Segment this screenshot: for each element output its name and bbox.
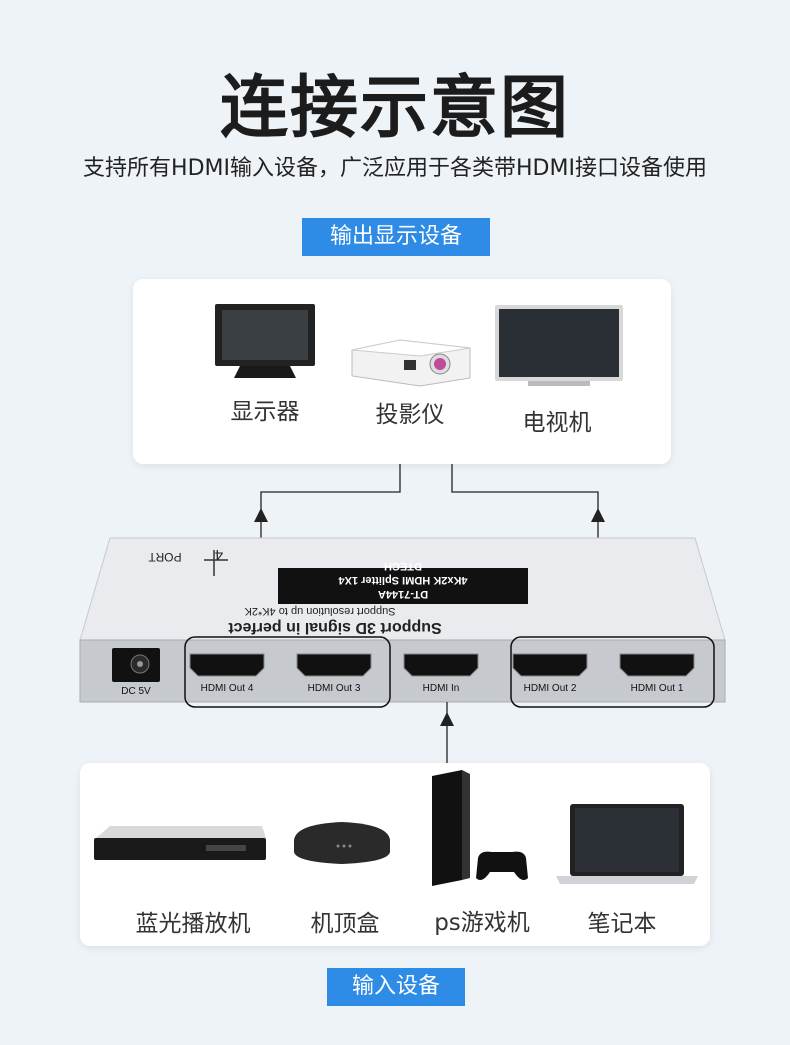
- splitter-front: [79, 639, 726, 703]
- input-device-laptop: 笔记本: [587, 911, 657, 937]
- monitor-icon: [215, 304, 315, 378]
- bluray-player-icon: [94, 826, 266, 860]
- arrow-up-right-icon: [591, 508, 605, 522]
- laptop-icon: [556, 804, 698, 884]
- set-top-box-icon: [294, 822, 390, 864]
- port-label-out4: HDMI Out 4: [200, 683, 254, 694]
- port-label-out3: HDMI Out 3: [307, 683, 361, 694]
- hdmi-port-icons: [189, 653, 695, 677]
- port-count-symbol: [204, 550, 228, 576]
- output-group-right: [510, 636, 715, 708]
- page-title: 连接示意图: [219, 69, 570, 148]
- output-device-tv: 电视机: [522, 410, 592, 436]
- page-subtitle: 支持所有HDMI输入设备，广泛应用于各类带HDMI接口设备使用: [83, 156, 707, 181]
- port-label-in: HDMI In: [422, 683, 460, 694]
- input-device-bluray: 蓝光播放机: [135, 911, 251, 937]
- output-device-monitor: 显示器: [230, 399, 300, 425]
- game-console-icon: [432, 770, 528, 886]
- output-devices-label: 输出显示设备: [302, 218, 490, 256]
- port-label-out1: HDMI Out 1: [630, 683, 684, 694]
- output-group-left: [184, 636, 391, 708]
- port-label-out2: HDMI Out 2: [523, 683, 577, 694]
- input-devices-label: 输入设备: [327, 968, 465, 1006]
- arrow-up-left-icon: [254, 508, 268, 522]
- input-device-game-console: ps游戏机: [434, 910, 530, 936]
- tv-icon: [495, 305, 623, 386]
- input-device-set-top-box: 机顶盒: [310, 911, 380, 937]
- output-device-projector: 投影仪: [375, 402, 445, 428]
- port-label-dc: DC 5V: [121, 686, 151, 697]
- projector-icon: [351, 339, 471, 387]
- arrow-up-input-icon: [440, 712, 454, 726]
